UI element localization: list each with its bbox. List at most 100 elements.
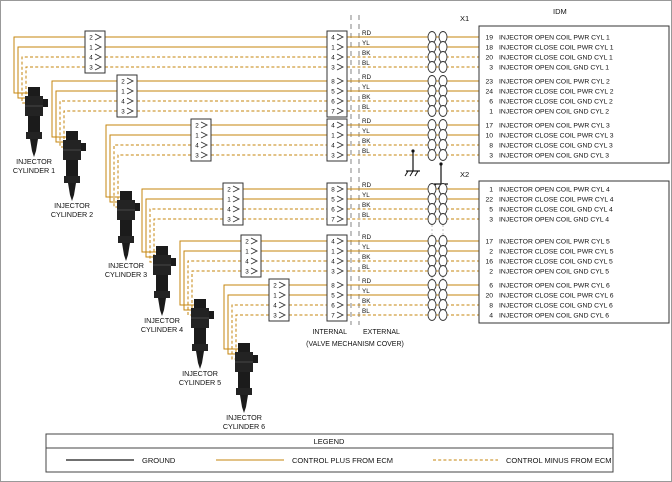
idm-pin: 6 xyxy=(489,99,493,106)
pin-number: 3 xyxy=(227,216,231,223)
external-label: EXTERNAL xyxy=(363,329,400,336)
pin-symbol xyxy=(278,301,287,309)
injector-label-line1: INJECTOR xyxy=(54,201,90,210)
injector-label-line1: INJECTOR xyxy=(108,261,144,270)
idm-pin: 20 xyxy=(485,293,493,300)
grommet-loop xyxy=(427,105,437,117)
injector-wire xyxy=(183,250,241,311)
injector-label-line2: CYLINDER 6 xyxy=(223,422,265,431)
wire-color-code: BK xyxy=(362,254,371,261)
pin-number: 1 xyxy=(331,248,335,255)
idm-pin: 8 xyxy=(489,143,493,150)
wire-color-code: RD xyxy=(362,182,372,189)
grommet-loop xyxy=(427,289,437,301)
idm-pin: 6 xyxy=(489,283,493,290)
idm-signal: INJECTOR OPEN COIL PWR CYL 4 xyxy=(499,187,610,194)
pin-number: 2 xyxy=(273,282,277,289)
pin-number: 6 xyxy=(331,302,335,309)
wire-color-code: YL xyxy=(362,288,370,295)
idm-pin: 16 xyxy=(485,259,493,266)
idm-pin: 3 xyxy=(489,65,493,72)
grommet-loop xyxy=(438,213,448,225)
pin-symbol xyxy=(336,215,345,223)
grommet-loop xyxy=(438,51,448,63)
idm-pin: 2 xyxy=(489,269,493,276)
grommet-loop xyxy=(438,309,448,321)
wire-color-code: BL xyxy=(362,148,370,155)
idm-signal: INJECTOR CLOSE COIL PWR CYL 3 xyxy=(499,133,614,140)
idm-block xyxy=(478,25,670,324)
grommet-loop xyxy=(427,213,437,225)
pin-symbol xyxy=(336,63,345,71)
pin-number: 3 xyxy=(89,64,93,71)
pin-symbol xyxy=(336,43,345,51)
grommet-loop xyxy=(438,289,448,301)
pin-number: 3 xyxy=(331,152,335,159)
pin-symbol xyxy=(336,195,345,203)
pin-symbol xyxy=(232,195,241,203)
internal-label: INTERNAL xyxy=(312,329,347,336)
pin-number: 3 xyxy=(245,268,249,275)
grommet-loop xyxy=(438,139,448,151)
idm-signal: INJECTOR CLOSE COIL PWR CYL 1 xyxy=(499,45,614,52)
injector-wire xyxy=(117,154,191,213)
pin-number: 4 xyxy=(89,54,93,61)
fuel-injector-icon xyxy=(63,131,86,201)
idm-pin: 2 xyxy=(489,249,493,256)
grommet-loop xyxy=(438,41,448,53)
pin-number: 4 xyxy=(331,122,335,129)
pin-number: 8 xyxy=(331,282,335,289)
idm-signal: INJECTOR OPEN COIL PWR CYL 2 xyxy=(499,79,610,86)
pin-symbol xyxy=(336,291,345,299)
pin-symbol xyxy=(200,131,209,139)
wire-color-code: BL xyxy=(362,212,370,219)
injector-wire xyxy=(187,260,241,316)
wire-color-code: RD xyxy=(362,278,372,285)
pass-through-connector xyxy=(326,234,348,322)
grommet-loop xyxy=(427,299,437,311)
wire-color-code: RD xyxy=(362,74,372,81)
idm-pin: 4 xyxy=(489,313,493,320)
pin-symbol xyxy=(336,237,345,245)
fuel-injector-icon xyxy=(191,299,214,369)
injector-wire xyxy=(55,90,117,143)
idm-signal: INJECTOR CLOSE COIL PWR CYL 5 xyxy=(499,249,614,256)
pin-number: 7 xyxy=(331,216,335,223)
pin-symbol xyxy=(250,267,259,275)
grommet-loop xyxy=(427,279,437,291)
grommet-loop xyxy=(427,149,437,161)
pin-symbol xyxy=(94,33,103,41)
idm-connector-x2-box xyxy=(478,180,670,324)
idm-signal: INJECTOR CLOSE COIL GND CYL 1 xyxy=(499,55,613,62)
legend-label: CONTROL PLUS FROM ECM xyxy=(292,456,393,465)
pin-symbol xyxy=(336,97,345,105)
grommet-loop xyxy=(438,193,448,205)
grommet-loop xyxy=(427,129,437,141)
grommet-loop xyxy=(438,235,448,247)
pass-through-connector xyxy=(326,30,348,118)
idm-pin: 22 xyxy=(485,197,493,204)
grommet-loop xyxy=(438,31,448,43)
grommet-loop xyxy=(438,95,448,107)
grommet-loop xyxy=(427,119,437,131)
grommet-loop xyxy=(427,31,437,43)
pin-symbol xyxy=(126,107,135,115)
pin-symbol xyxy=(336,205,345,213)
pin-symbol xyxy=(232,205,241,213)
grommet-loop xyxy=(427,41,437,53)
pin-number: 2 xyxy=(121,78,125,85)
idm-signal: INJECTOR CLOSE COIL GND CYL 5 xyxy=(499,259,613,266)
idm-signal: INJECTOR OPEN COIL GND CYL 3 xyxy=(499,153,609,160)
pin-number: 3 xyxy=(331,64,335,71)
injector-wire xyxy=(51,80,117,138)
wire-color-code: YL xyxy=(362,192,370,199)
